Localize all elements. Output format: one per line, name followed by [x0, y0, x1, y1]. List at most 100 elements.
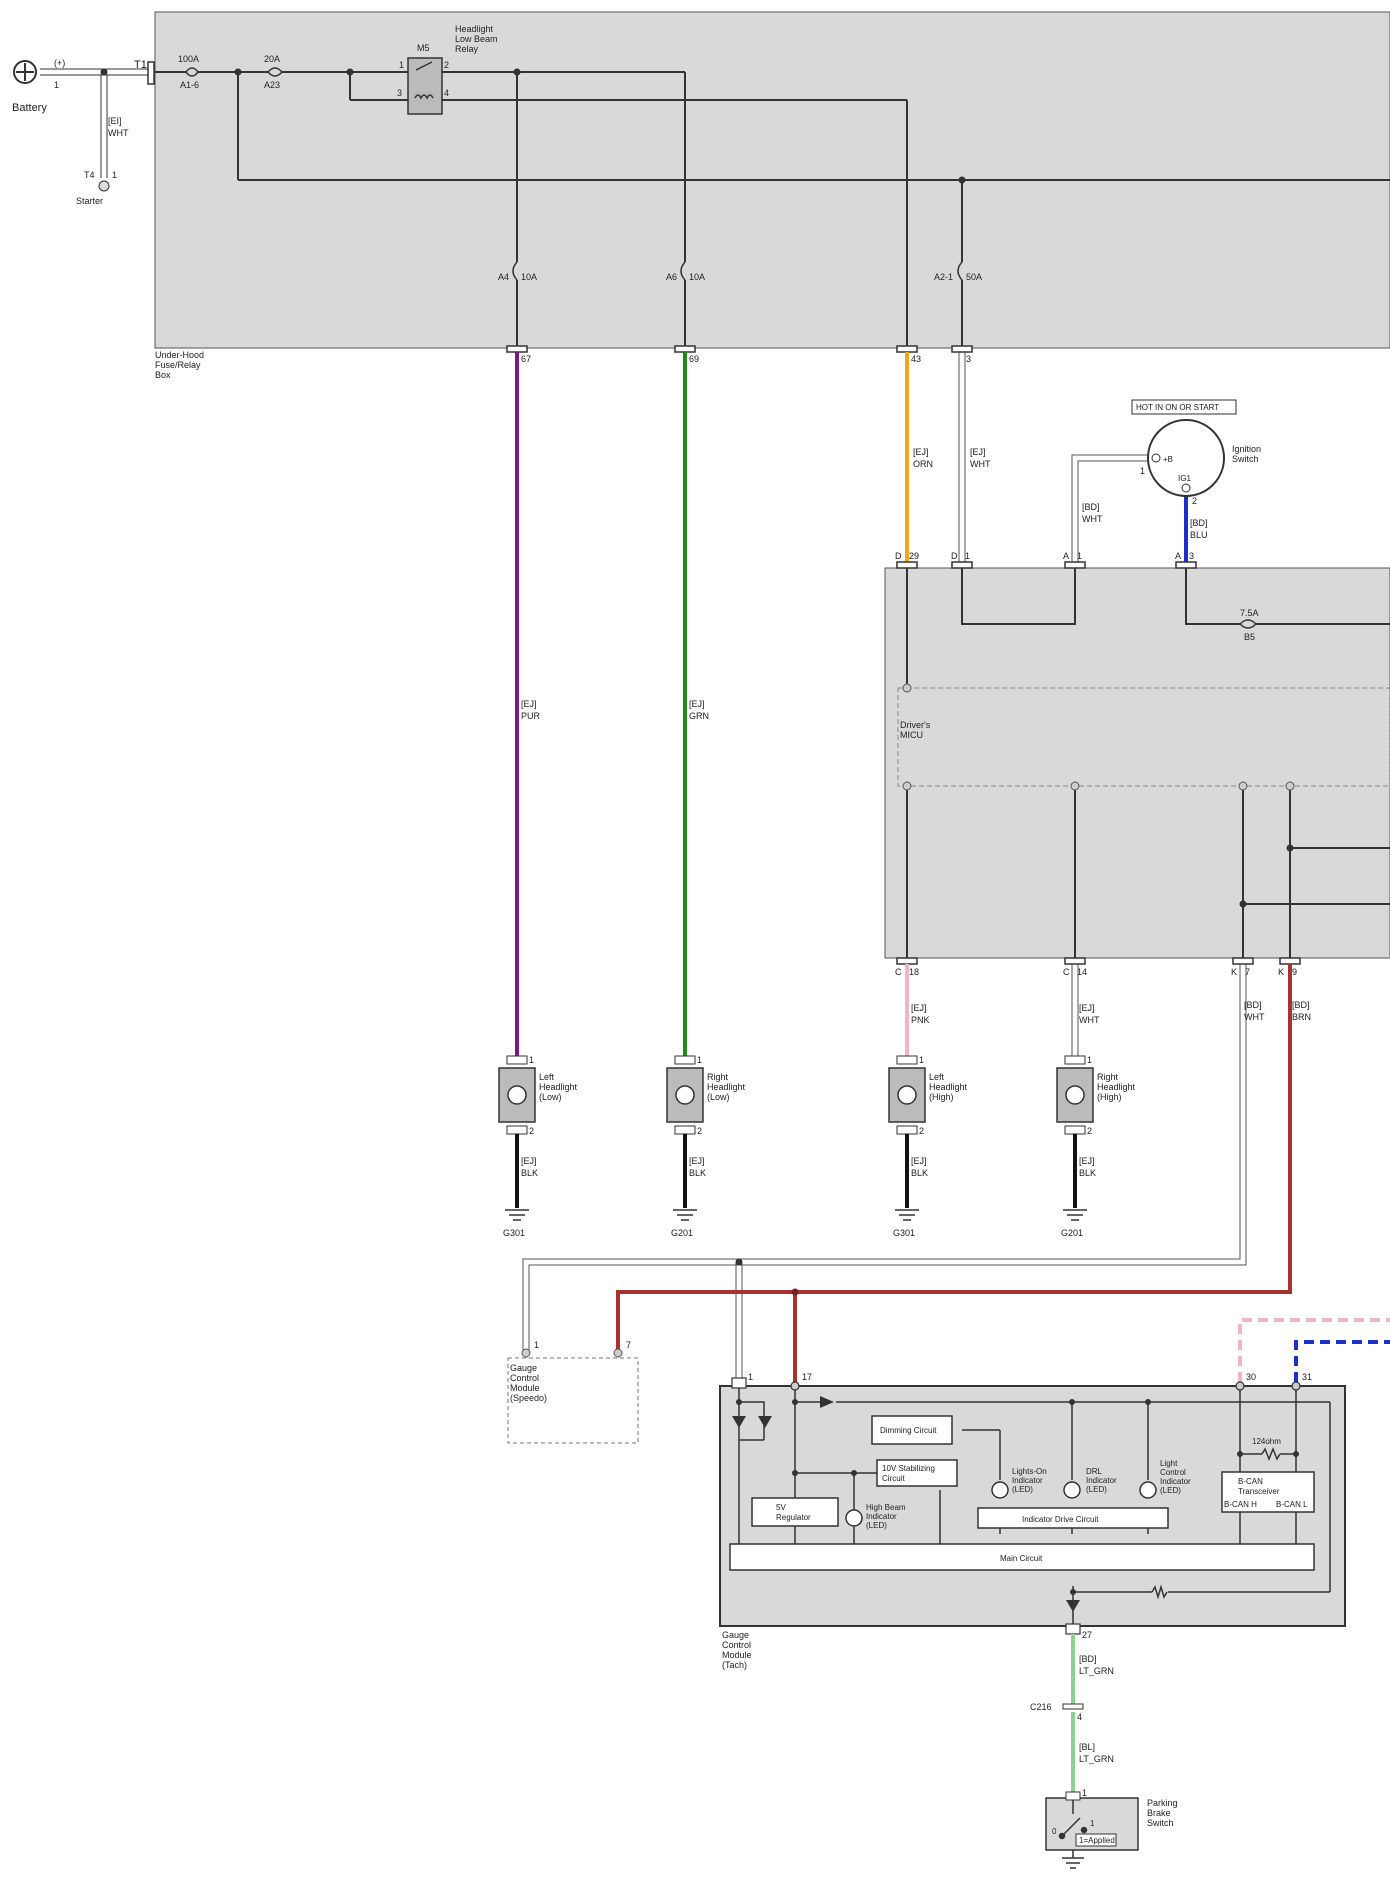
ignition-switch-icon [1147, 419, 1225, 497]
svg-text:(Low): (Low) [707, 1092, 730, 1102]
drive-circuit-label: Indicator Drive Circuit [1022, 1515, 1099, 1524]
micu-bot-conn-c14: C [1063, 967, 1070, 977]
starter-terminal-icon [98, 180, 110, 192]
bl-ltgrn-code: [BL] [1079, 1742, 1095, 1752]
bd-wht-color: WHT [1244, 1012, 1265, 1022]
parking-name-1: Parking [1147, 1798, 1178, 1808]
ign-wht-code: [BD] [1082, 502, 1100, 512]
fuse-a6-icon [680, 261, 686, 281]
svg-text:BLK: BLK [911, 1168, 928, 1178]
svg-text:G201: G201 [1061, 1228, 1083, 1238]
bcan-label-1: B-CAN [1238, 1477, 1263, 1486]
pnk-wire-code: [EJ] [911, 1003, 927, 1013]
high-beam-label-2: Indicator [866, 1512, 897, 1521]
micu-top-connectors [896, 561, 1197, 569]
ign-blu-code: [BD] [1190, 518, 1208, 528]
svg-text:G201: G201 [671, 1228, 693, 1238]
fuse-100a-icon [185, 67, 199, 77]
svg-text:(Low): (Low) [539, 1092, 562, 1102]
pur-wire-color: PUR [521, 711, 541, 721]
svg-text:1: 1 [919, 1055, 924, 1065]
hot-in-on-badge [1131, 399, 1237, 415]
light-ctrl-label-3: Indicator [1160, 1477, 1191, 1486]
relay-pin-3: 3 [397, 88, 402, 98]
relay-pin-1: 1 [399, 60, 404, 70]
wire-wht-c14 [1071, 964, 1079, 1060]
resistor-label: 124ohm [1252, 1437, 1281, 1446]
fusebox-junction-dots [234, 68, 966, 184]
fuse-a21-id: A2-1 [934, 272, 953, 282]
micu-fuse-amp: 7.5A [1240, 608, 1259, 618]
wht14-wire-color: WHT [1079, 1015, 1100, 1025]
speedo-label-4: (Speedo) [510, 1393, 547, 1403]
tach-pin27: 27 [1082, 1630, 1092, 1640]
grn-wire-color: GRN [689, 711, 709, 721]
micu-junction-dots [1239, 844, 1294, 908]
bcan-l-label: B-CAN L [1276, 1500, 1308, 1509]
svg-text:G301: G301 [893, 1228, 915, 1238]
ei-wire-color: WHT [108, 128, 129, 138]
lights-on-label-2: Indicator [1012, 1476, 1043, 1485]
bd-ltgrn-color: LT_GRN [1079, 1666, 1114, 1676]
parking-name-3: Switch [1147, 1818, 1174, 1828]
light-ctrl-label-2: Control [1160, 1468, 1186, 1477]
headlight-left-low-labels: 1 Left Headlight (Low) 2 [EJ] BLK G301 [503, 1055, 578, 1238]
c216-pin: 4 [1077, 1712, 1082, 1722]
svg-text:BLK: BLK [521, 1168, 538, 1178]
orn-wire-code: [EJ] [913, 447, 929, 457]
ign-blu-color: BLU [1190, 530, 1208, 540]
fuse-100a-id: A1-6 [180, 80, 199, 90]
speedo-label-3: Module [510, 1383, 540, 1393]
t1-terminal-icon [147, 61, 155, 85]
fuse-b5-icon [1239, 619, 1258, 629]
micu-top-conn-a3: A [1175, 551, 1181, 561]
micu-inner-dashed [897, 687, 1390, 787]
micu-bot-pin-c18: 18 [909, 967, 919, 977]
applied-badge [1075, 1833, 1117, 1847]
relay-name-3: Relay [455, 44, 479, 54]
tach-pin17: 17 [802, 1372, 812, 1382]
svg-text:Headlight: Headlight [707, 1082, 746, 1092]
battery-polarity: (+) [54, 58, 65, 68]
fusebox-label-1: Under-Hood [155, 350, 204, 360]
high-beam-label-3: (LED) [866, 1521, 887, 1530]
pur-wire-code: [EJ] [521, 699, 537, 709]
ignition-pin1: 1 [1140, 466, 1145, 476]
light-ctrl-label-1: Light [1160, 1459, 1178, 1468]
micu-bottom-connectors [896, 957, 1301, 965]
svg-text:2: 2 [697, 1126, 702, 1136]
tach-pin30: 30 [1246, 1372, 1256, 1382]
micu-bot-conn-c18: C [895, 967, 902, 977]
orn-wire-color: ORN [913, 459, 933, 469]
parking-name-2: Brake [1147, 1808, 1171, 1818]
ignition-pin2: 2 [1192, 496, 1197, 506]
tach-led-icons [845, 1481, 1157, 1527]
stab-circuit-label-1: 10V Stabilizing [882, 1464, 935, 1473]
wire-pnk-dashed [1238, 1318, 1390, 1382]
micu-bot-pin-k9: 9 [1292, 967, 1297, 977]
relay-name-1: Headlight [455, 24, 494, 34]
c216-connector-icon [1062, 1703, 1084, 1710]
ignition-pin-ig1: IG1 [1178, 474, 1191, 483]
fuse-a4-id: A4 [498, 272, 509, 282]
svg-text:Left: Left [929, 1072, 945, 1082]
svg-text:2: 2 [529, 1126, 534, 1136]
parking-pos0: 0 [1052, 1827, 1057, 1836]
dimming-circuit-label: Dimming Circuit [880, 1426, 937, 1435]
starter-conn: T4 [84, 170, 95, 180]
micu-top-conn-d1: D [951, 551, 958, 561]
fusebox-internal-wiring [148, 71, 1390, 348]
drl-label-2: Indicator [1086, 1476, 1117, 1485]
ign-wht-color: WHT [1082, 514, 1103, 524]
resistor-main-icon [1151, 1584, 1168, 1600]
fuse-20a-id: A23 [264, 80, 280, 90]
svg-text:(High): (High) [929, 1092, 954, 1102]
svg-text:G301: G301 [503, 1228, 525, 1238]
fuse-20a-icon [267, 67, 283, 77]
micu-top-pin-a3: 3 [1189, 551, 1194, 561]
light-ctrl-label-4: (LED) [1160, 1486, 1181, 1495]
relay-name-2: Low Beam [455, 34, 498, 44]
wire-wht-k7 [522, 964, 1247, 1382]
grn-wire-code: [EJ] [689, 699, 705, 709]
tach-label-2: Control [722, 1640, 751, 1650]
